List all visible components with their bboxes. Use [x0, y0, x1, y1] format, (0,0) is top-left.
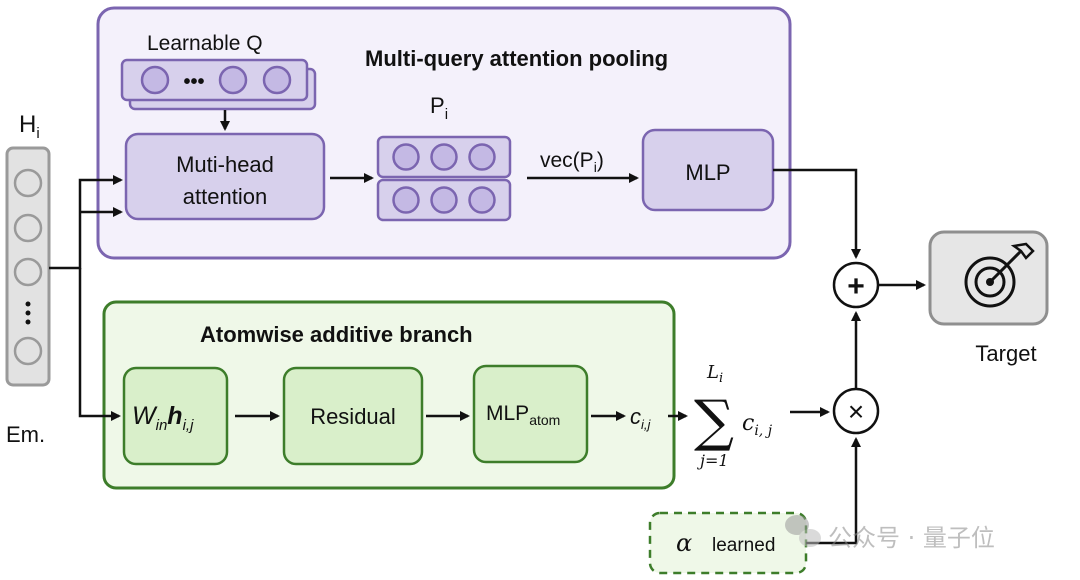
- learnable-q-label: Learnable Q: [147, 32, 263, 55]
- sum-lower-bound: j=1: [697, 451, 729, 470]
- vec-p-label: vec(Pi): [540, 149, 604, 175]
- plus-symbol: +: [847, 270, 865, 303]
- attention-pooling-title: Multi-query attention pooling: [365, 46, 668, 71]
- times-symbol: ×: [848, 396, 864, 427]
- mha-label-line1: Muti-head: [176, 152, 274, 177]
- alpha-learned-label: learned: [712, 535, 775, 556]
- c-ij-label: ci,j: [630, 404, 652, 432]
- multi-head-attention-node: [124, 132, 326, 221]
- alpha-symbol: α: [676, 529, 692, 557]
- watermark-text: 公众号 · 量子位: [828, 524, 995, 552]
- target-label: Target: [975, 341, 1036, 366]
- residual-node: [282, 366, 424, 466]
- mlp-atom-label: MLPatom: [486, 402, 560, 428]
- input-embedding: [5, 146, 51, 387]
- p-i-label: Pi: [430, 93, 448, 123]
- w-in-h-label: Winhi,j: [132, 402, 194, 434]
- connectors: [49, 110, 926, 545]
- mlp-atom-node: [472, 364, 589, 464]
- sum-symbol: ∑: [694, 389, 734, 454]
- residual-label: Residual: [310, 404, 396, 429]
- input-projection-node: [122, 366, 229, 466]
- q-ellipsis: •••: [183, 71, 204, 93]
- input-em-label: Em.: [6, 422, 45, 447]
- watermark: 公众号 · 量子位: [785, 515, 995, 552]
- target-icon: [964, 242, 1035, 308]
- atomwise-branch-title: Atomwise additive branch: [200, 322, 473, 347]
- wechat-icon: [785, 515, 821, 547]
- sum-c-ij-label: ci, j: [742, 411, 773, 439]
- mha-label-line2: attention: [183, 184, 267, 209]
- learnable-q-vectors: [120, 58, 317, 111]
- mlp-label: MLP: [685, 160, 730, 185]
- pooled-vectors-p: [376, 135, 512, 222]
- input-h-label: Hi: [19, 111, 40, 142]
- sum-upper-bound: Li: [706, 362, 723, 386]
